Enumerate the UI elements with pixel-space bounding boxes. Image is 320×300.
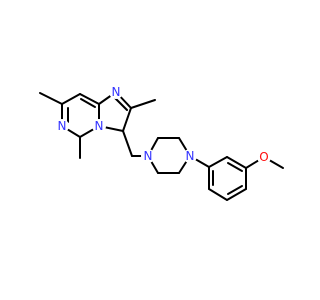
bond [130,99,156,109]
bond [122,107,132,132]
bond [227,162,243,172]
bond [208,156,228,168]
bond [39,92,63,105]
atom-symbol: N [186,149,195,163]
atom-symbol: N [58,119,67,133]
bond [227,185,243,195]
atom-label-layer: N N N N N O [55,85,271,164]
atom-symbol: N [95,119,104,133]
bond [61,93,81,105]
bond [122,130,133,157]
atom-n-bridgehead: N [92,119,106,133]
bond-layer [39,91,284,201]
bond [208,188,228,201]
atom-symbol: N [112,85,121,99]
atom-symbol: O [259,150,268,164]
molecule-structure: N N N N N O [39,85,284,201]
atom-n-piperazine-4: N [183,149,197,163]
atom-symbol: N [144,149,153,163]
atom-n-imidazole: N [109,85,123,99]
atom-o-methoxy: O [257,150,271,164]
atom-n-pyrimidine: N [55,119,69,133]
bond [114,97,128,111]
bond [79,93,100,105]
bond [226,188,247,201]
bond [226,156,247,169]
bond [80,98,96,108]
atom-n-piperazine-1: N [141,149,155,163]
